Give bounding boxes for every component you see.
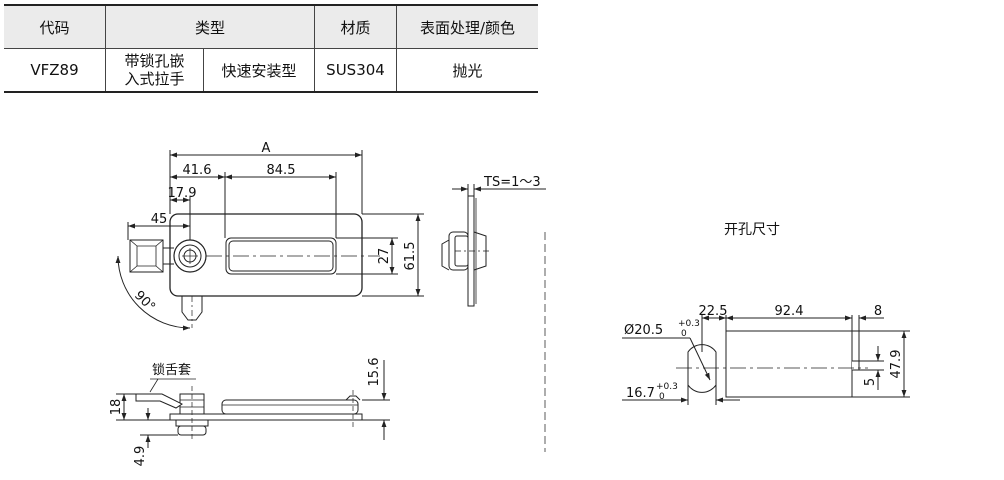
cutout-drawing [622, 315, 910, 405]
dim-A: A [262, 141, 271, 156]
side-view [441, 184, 546, 307]
header-finish: 表面处理/颜色 [396, 4, 538, 49]
cell-code: VFZ89 [4, 48, 106, 93]
bottom-body [221, 399, 359, 415]
dim-17-9: 17.9 [168, 186, 197, 201]
dim-ts: TS=1～3 [483, 175, 541, 190]
cutout-dia-label: Ø20.5 [624, 323, 663, 338]
dim-45: 45 [151, 212, 168, 227]
header-code: 代码 [4, 4, 106, 49]
cutout-rect [725, 330, 853, 398]
dim-4-9: 4.9 [133, 446, 148, 467]
cell-type-a-line1: 带锁孔嵌 [124, 52, 185, 70]
cutout-flat-tol-lower: 0 [659, 392, 665, 402]
header-material: 材质 [314, 4, 397, 49]
dim-18: 18 [109, 399, 124, 416]
dim-27: 27 [377, 248, 392, 265]
cutout-dia-tol-upper: +0.3 [678, 319, 700, 329]
cell-type-a: 带锁孔嵌 入式拉手 [105, 48, 204, 93]
cutout-title: 开孔尺寸 [724, 222, 780, 238]
dim-22-5: 22.5 [699, 304, 728, 319]
cell-type-a-line2: 入式拉手 [124, 70, 185, 88]
angle-arc [115, 255, 191, 331]
bottom-plate [169, 413, 363, 421]
spec-table-header-row: 代码 类型 材质 表面处理/颜色 [4, 4, 538, 49]
cutout-flat-tol-upper: +0.3 [656, 382, 678, 392]
bottom-view [116, 360, 390, 448]
cutout-flat-label: 16.7 [626, 386, 655, 401]
front-view [115, 150, 424, 331]
lock-tongue-sleeve-label: 锁舌套 [152, 362, 191, 378]
latch-arm [135, 393, 183, 409]
dim-92-4: 92.4 [775, 304, 804, 319]
cell-material: SUS304 [314, 48, 397, 93]
cutout-dia-tol-lower: 0 [681, 329, 687, 339]
dim-84-5: 84.5 [267, 163, 296, 178]
dim-5: 5 [863, 378, 878, 386]
front-plate [169, 213, 363, 297]
spec-table-data-row: VFZ89 带锁孔嵌 入式拉手 快速安装型 SUS304 抛光 [4, 48, 538, 93]
cell-type-b: 快速安装型 [203, 48, 315, 93]
dim-61-5: 61.5 [403, 242, 418, 271]
angle-90: 90° [131, 288, 158, 315]
cell-finish: 抛光 [396, 48, 538, 93]
spec-table: 代码 类型 材质 表面处理/颜色 VFZ89 带锁孔嵌 入式拉手 快速安装型 S… [4, 4, 538, 93]
header-type: 类型 [105, 4, 315, 49]
dim-15-6: 15.6 [367, 358, 382, 387]
dim-8: 8 [874, 304, 882, 319]
dim-47-9: 47.9 [889, 350, 904, 379]
latch-tongue [129, 239, 164, 273]
dim-41-6: 41.6 [183, 163, 212, 178]
